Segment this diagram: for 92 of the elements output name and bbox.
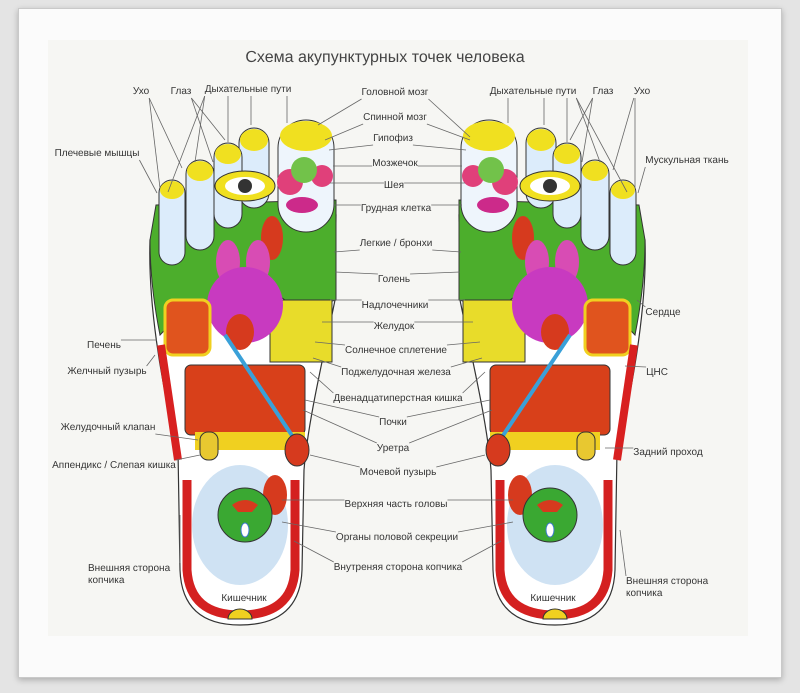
part-label: Мочевой пузырь (360, 467, 436, 479)
part-label: Надлочечники (362, 300, 428, 312)
part-label: Внешняя сторона копчика (88, 563, 183, 587)
part-label: Желчный пузырь (67, 366, 147, 378)
leader-line (576, 98, 600, 162)
part-label: Легкие / бронхи (360, 238, 432, 250)
leader-line (566, 98, 568, 142)
leader-line (190, 98, 214, 162)
leader-line (408, 410, 492, 444)
part-label: Грудная клетка (360, 203, 432, 215)
part-label: Ухо (132, 86, 150, 98)
part-label: Органы половой секреции (336, 532, 458, 544)
diagram-title: Схема акупунктурных точек человека (245, 49, 525, 67)
part-label: Внешняя сторона копчика (626, 576, 721, 600)
part-label: Голень (378, 274, 410, 286)
part-label: Мозжечок (372, 158, 418, 170)
leader-line (324, 124, 364, 140)
leader-line (634, 98, 636, 188)
leader-line (312, 358, 342, 368)
part-label: Желудок (374, 321, 414, 333)
leader-line (406, 400, 490, 418)
leader-line (404, 182, 466, 184)
leader-line (412, 144, 466, 150)
part-label: Кишечник (221, 593, 267, 605)
leader-line (314, 342, 346, 346)
leader-line (576, 98, 628, 192)
part-label: Сердце (645, 307, 681, 319)
leader-line (620, 530, 626, 576)
leader-line (436, 454, 486, 468)
leader-line (330, 182, 384, 184)
part-label: Верхняя часть головы (344, 499, 448, 511)
leader-line (612, 98, 634, 170)
part-label: Гипофиз (373, 133, 413, 145)
part-label: Желудочный клапан (60, 422, 156, 434)
leader-line (570, 98, 594, 140)
part-label: Дыхательные пути (204, 84, 292, 96)
leader-line (310, 454, 360, 468)
part-label: Головной мозг (362, 87, 428, 99)
part-label: Двенадцатиперстная кишка (333, 393, 463, 405)
leader-line (462, 540, 502, 562)
part-label: Печень (87, 340, 121, 352)
leader-line (139, 160, 158, 194)
leader-line (458, 522, 514, 532)
leader-line (310, 372, 334, 394)
leader-line (282, 522, 336, 532)
leader-line (148, 98, 182, 168)
leader-line (624, 366, 646, 368)
leader-line (294, 540, 334, 562)
part-label: ЦНС (646, 367, 668, 379)
leader-line (190, 98, 226, 140)
part-label: Спинной мозг (363, 112, 427, 124)
leader-line (638, 166, 646, 194)
part-label: Аппендикс / Слепая кишка (52, 460, 176, 472)
part-label: Плечевые мышцы (54, 148, 140, 160)
part-label: Ухо (634, 86, 650, 98)
leader-line (334, 204, 362, 206)
leader-line (148, 98, 160, 188)
part-label: Уретра (376, 443, 410, 455)
part-label: Солнечное сплетение (345, 345, 447, 357)
part-label: Поджелудочная железа (341, 367, 451, 379)
part-label: Почки (379, 417, 407, 429)
leader-line (636, 300, 646, 308)
leader-line (432, 250, 462, 252)
leader-line (146, 354, 156, 366)
part-label: Мускульная ткань (645, 155, 729, 167)
leader-line (426, 124, 470, 140)
leader-line (582, 98, 594, 162)
leader-line (334, 272, 378, 274)
leader-line (328, 144, 374, 150)
leader-line (462, 372, 486, 394)
leader-line (450, 358, 482, 368)
leader-line (194, 96, 206, 162)
leader-line (250, 96, 252, 126)
part-label: Кишечник (530, 593, 576, 605)
part-label: Шея (384, 180, 404, 192)
leader-line (302, 410, 378, 444)
part-label: Дыхательные пути (490, 86, 576, 98)
leader-line (410, 272, 460, 274)
leader-line (168, 96, 206, 192)
leader-line (154, 434, 198, 440)
part-label: Глаз (170, 86, 192, 98)
leader-line (304, 400, 380, 418)
leader-line (430, 204, 462, 206)
leader-line (286, 96, 288, 124)
part-label: Внутреняя сторона копчика (334, 562, 462, 574)
leader-line (428, 98, 470, 138)
leader-line (175, 454, 200, 460)
leader-line (318, 98, 362, 126)
part-label: Задний проход (633, 447, 703, 459)
part-label: Глаз (592, 86, 614, 98)
leader-line (334, 250, 360, 252)
leader-line (446, 342, 480, 346)
